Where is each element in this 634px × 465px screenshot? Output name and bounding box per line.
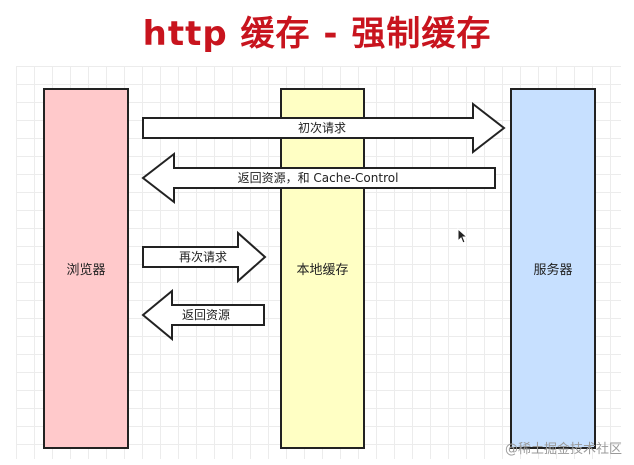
arrow-repeat-request-label: 再次请求 xyxy=(179,250,227,264)
watermark: @稀土掘金技术社区 xyxy=(504,442,622,457)
server-label: 服务器 xyxy=(533,263,573,278)
browser-label: 浏览器 xyxy=(66,263,106,278)
arrow-return-cache-control-label: 返回资源，和 Cache-Control xyxy=(238,171,399,185)
local-cache-label: 本地缓存 xyxy=(296,263,349,278)
local-cache-box: 本地缓存 xyxy=(280,88,365,449)
arrow-initial-request-label: 初次请求 xyxy=(298,121,346,135)
mouse-pointer-icon xyxy=(457,228,469,244)
server-box: 服务器 xyxy=(510,88,596,449)
browser-box: 浏览器 xyxy=(43,88,129,449)
arrow-repeat-request: 再次请求 xyxy=(142,230,267,284)
arrow-initial-request: 初次请求 xyxy=(142,101,506,155)
arrow-return-cache-control: 返回资源，和 Cache-Control xyxy=(141,151,496,205)
diagram-title: http 缓存 - 强制缓存 xyxy=(142,14,492,54)
arrow-return-resource-label: 返回资源 xyxy=(182,308,230,322)
arrow-return-resource: 返回资源 xyxy=(141,288,265,342)
